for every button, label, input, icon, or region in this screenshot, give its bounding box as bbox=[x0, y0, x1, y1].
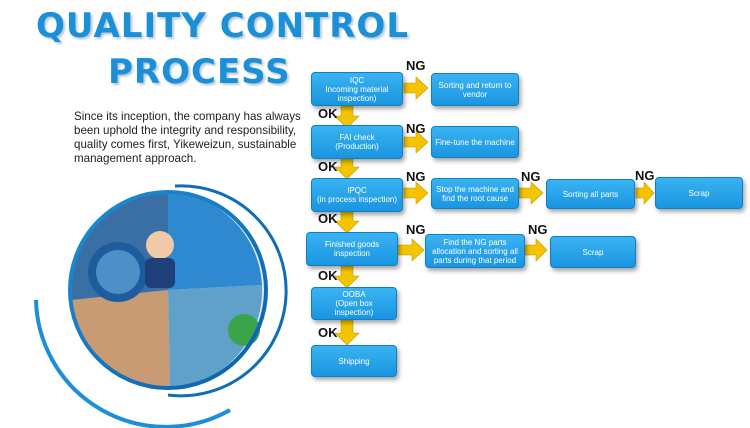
ng-label-finished: NG bbox=[406, 222, 426, 237]
box-iqc: IQC Incoming material inspection) bbox=[311, 72, 403, 106]
title-line-1: QUALITY CONTROL bbox=[36, 6, 409, 46]
title-line-2: PROCESS bbox=[108, 52, 291, 92]
ng-label-find-ng: NG bbox=[528, 222, 548, 237]
box-ooba: OOBA (Open box inspection) bbox=[311, 287, 397, 320]
intro-text: Since its inception, the company has alw… bbox=[74, 110, 301, 165]
ng-label-fai: NG bbox=[406, 121, 426, 136]
ng-label-ipqc: NG bbox=[406, 169, 426, 184]
box-sorting-return-vendor: Sorting and return to vendor bbox=[431, 73, 519, 106]
box-scrap-2: Scrap bbox=[550, 236, 636, 268]
box-fine-tune-machine: Fine-tune the machine bbox=[431, 126, 519, 158]
box-find-ng-parts: Find the NG parts allocation and sorting… bbox=[425, 234, 525, 268]
ng-label-iqc: NG bbox=[406, 58, 426, 73]
box-ipqc: IPQC (in process inspection) bbox=[311, 178, 403, 212]
box-finished-goods-inspection: Finished goods inspection bbox=[306, 232, 398, 266]
ok-label-ipqc: OK bbox=[318, 211, 338, 226]
box-scrap-1: Scrap bbox=[655, 177, 743, 209]
ok-label-finished: OK bbox=[318, 268, 338, 283]
flow-arrows bbox=[334, 76, 655, 346]
ok-label-fai: OK bbox=[318, 159, 338, 174]
decorative-circle-illustration bbox=[34, 184, 288, 428]
ng-label-stop: NG bbox=[521, 169, 541, 184]
box-sorting-all-parts: Sorting all parts bbox=[546, 179, 635, 209]
ok-label-ooba: OK bbox=[318, 325, 338, 340]
ok-label-iqc: OK bbox=[318, 106, 338, 121]
ng-label-sorting: NG bbox=[635, 168, 655, 183]
box-stop-machine: Stop the machine and find the root cause bbox=[431, 178, 519, 209]
box-fai-check: FAI check (Production) bbox=[311, 125, 403, 159]
box-shipping: Shipping bbox=[311, 345, 397, 377]
